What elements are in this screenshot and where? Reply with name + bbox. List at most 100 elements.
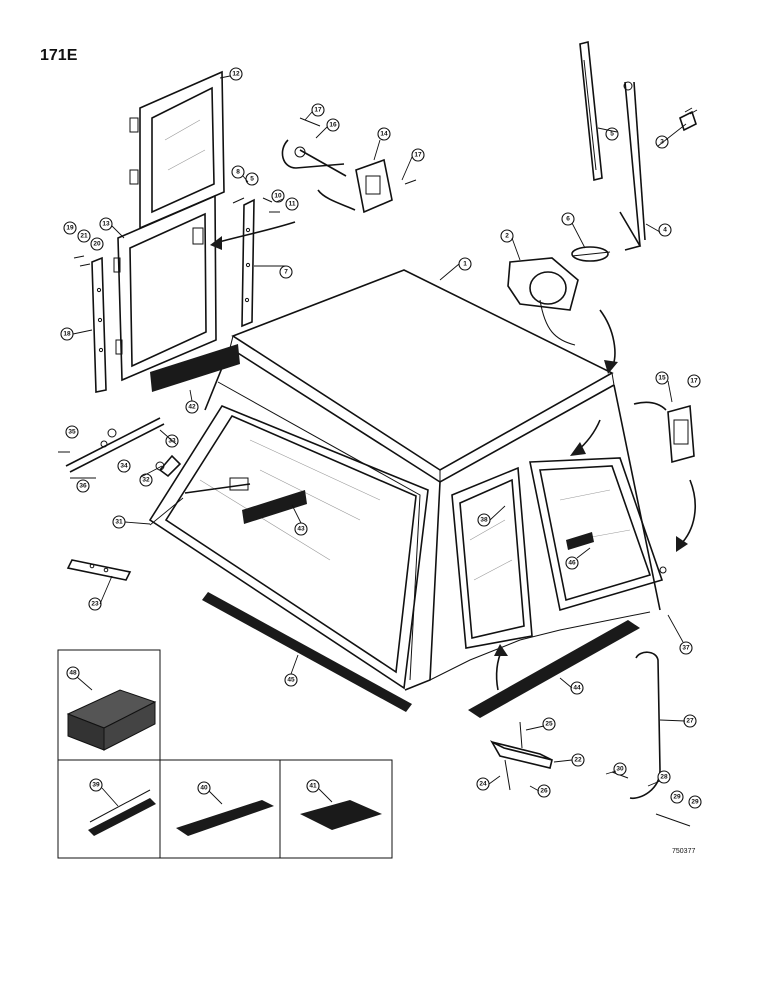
svg-text:5: 5 bbox=[250, 176, 254, 183]
callout-44: 43 bbox=[294, 522, 308, 536]
svg-text:45: 45 bbox=[287, 677, 295, 684]
callout-22: 22 bbox=[571, 753, 585, 767]
hinge-strip-right bbox=[241, 198, 255, 328]
wiper-pivot bbox=[571, 246, 611, 262]
svg-text:10: 10 bbox=[274, 193, 282, 200]
seal-strip-46 bbox=[202, 592, 412, 712]
callout-17a: 17 bbox=[311, 103, 325, 117]
callout-31: 30 bbox=[613, 762, 627, 776]
side-latch bbox=[633, 401, 695, 464]
callout-6: 6 bbox=[561, 212, 575, 226]
hinge-strip-left bbox=[91, 256, 107, 393]
callout-1: 1 bbox=[458, 257, 472, 271]
svg-text:30: 30 bbox=[616, 766, 624, 773]
svg-text:23: 23 bbox=[91, 601, 99, 608]
seal-strip-47 bbox=[566, 532, 594, 550]
callout-3: 3 bbox=[655, 135, 669, 149]
svg-text:3: 3 bbox=[660, 139, 664, 146]
callout-10: 10 bbox=[271, 189, 285, 203]
svg-text:24: 24 bbox=[479, 781, 487, 788]
svg-text:6: 6 bbox=[566, 216, 570, 223]
svg-text:22: 22 bbox=[574, 757, 582, 764]
motor-arrow bbox=[599, 309, 616, 369]
callout-25: 25 bbox=[542, 717, 556, 731]
svg-text:41: 41 bbox=[309, 783, 317, 790]
callout-45: 44 bbox=[570, 681, 584, 695]
svg-text:28: 28 bbox=[660, 774, 668, 781]
callout-23: 23 bbox=[88, 597, 102, 611]
callout-20: 20 bbox=[90, 237, 104, 251]
callout-47: 46 bbox=[565, 556, 579, 570]
svg-text:11: 11 bbox=[289, 201, 296, 208]
svg-text:48: 48 bbox=[69, 670, 77, 677]
callout-41: 40 bbox=[197, 781, 211, 795]
wiper-blade bbox=[579, 41, 603, 181]
wiper-motor bbox=[507, 257, 579, 346]
callout-36: 35 bbox=[65, 425, 79, 439]
svg-text:34: 34 bbox=[120, 463, 128, 470]
bracket-22 bbox=[489, 740, 553, 769]
grab-handle bbox=[629, 651, 661, 799]
svg-text:17: 17 bbox=[314, 107, 322, 114]
callout-21: 21 bbox=[77, 229, 91, 243]
callout-14: 14 bbox=[377, 127, 391, 141]
front-window-frame bbox=[148, 405, 429, 690]
svg-text:2: 2 bbox=[505, 233, 509, 240]
svg-text:25: 25 bbox=[545, 721, 553, 728]
callout-35: 34 bbox=[117, 459, 131, 473]
callout-38: 37 bbox=[679, 641, 693, 655]
svg-text:39: 39 bbox=[92, 782, 100, 789]
callout-29a: 29 bbox=[670, 790, 684, 804]
callout-8: 8 bbox=[231, 165, 245, 179]
door-lock bbox=[355, 158, 393, 214]
svg-text:17: 17 bbox=[414, 152, 422, 159]
callout-17b: 17 bbox=[411, 148, 425, 162]
svg-text:37: 37 bbox=[682, 645, 690, 652]
svg-text:44: 44 bbox=[573, 685, 581, 692]
callout-46: 45 bbox=[284, 673, 298, 687]
svg-text:19: 19 bbox=[66, 225, 74, 232]
svg-text:42: 42 bbox=[188, 404, 196, 411]
callout-2: 2 bbox=[500, 229, 514, 243]
window-latch-rod bbox=[58, 417, 165, 479]
callout-11: 11 bbox=[285, 197, 299, 211]
bracket-fasteners bbox=[504, 721, 523, 791]
svg-text:20: 20 bbox=[93, 241, 101, 248]
svg-text:18: 18 bbox=[63, 331, 71, 338]
seal-strip-43 bbox=[150, 344, 240, 392]
bracket-23 bbox=[66, 559, 132, 581]
leader-lines bbox=[72, 75, 687, 807]
svg-text:5: 5 bbox=[610, 131, 614, 138]
seal-strip-44 bbox=[242, 490, 307, 524]
callout-7: 7 bbox=[279, 265, 293, 279]
svg-text:26: 26 bbox=[540, 788, 548, 795]
wiper-arm bbox=[619, 81, 646, 251]
lower-door-frame bbox=[113, 194, 217, 382]
callout-5a: 5 bbox=[245, 172, 259, 186]
rear-window-door bbox=[529, 457, 667, 612]
callout-40: 39 bbox=[89, 778, 103, 792]
svg-text:31: 31 bbox=[115, 519, 123, 526]
callout-28: 28 bbox=[657, 770, 671, 784]
callout-12: 12 bbox=[229, 67, 243, 81]
svg-text:7: 7 bbox=[284, 269, 288, 276]
callout-27: 27 bbox=[683, 714, 697, 728]
callout-18: 18 bbox=[60, 327, 74, 341]
callout-17c: 17 bbox=[687, 374, 701, 388]
svg-text:13: 13 bbox=[102, 221, 110, 228]
callout-37: 36 bbox=[76, 479, 90, 493]
callout-13: 13 bbox=[99, 217, 113, 231]
callout-32: 31 bbox=[112, 515, 126, 529]
upper-door-frame bbox=[129, 70, 225, 230]
svg-text:43: 43 bbox=[297, 526, 305, 533]
svg-text:27: 27 bbox=[686, 718, 694, 725]
svg-text:16: 16 bbox=[329, 122, 337, 129]
side-window bbox=[451, 466, 533, 649]
callout-16: 16 bbox=[326, 118, 340, 132]
svg-text:4: 4 bbox=[663, 227, 667, 234]
svg-text:40: 40 bbox=[200, 785, 208, 792]
svg-text:15: 15 bbox=[658, 375, 666, 382]
latch-arrow bbox=[679, 479, 696, 546]
svg-text:32: 32 bbox=[142, 477, 150, 484]
